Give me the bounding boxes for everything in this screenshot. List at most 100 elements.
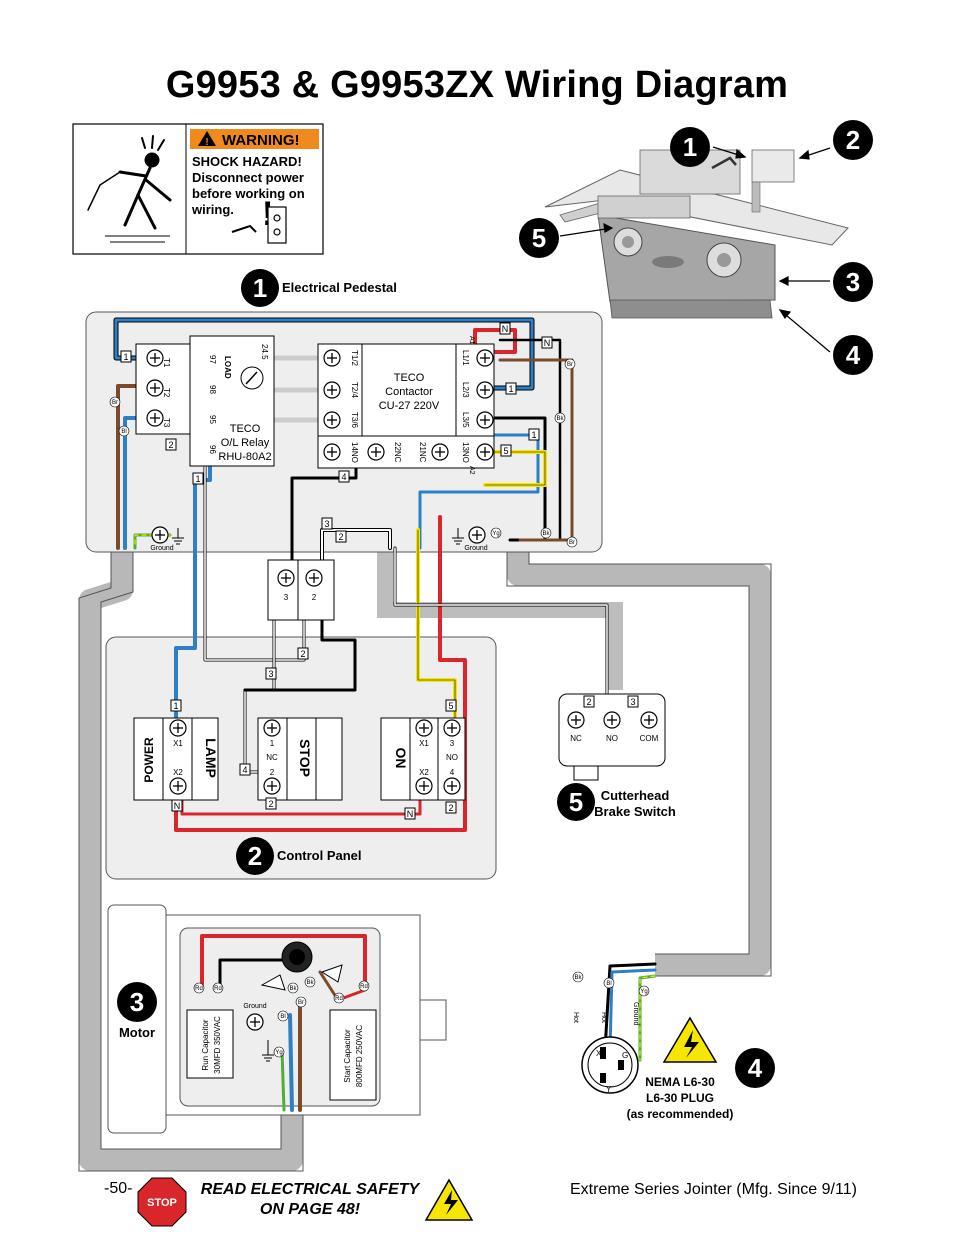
svg-text:T1/2: T1/2 bbox=[350, 350, 359, 367]
svg-text:2: 2 bbox=[586, 697, 591, 707]
svg-text:Rd: Rd bbox=[214, 986, 222, 992]
svg-text:Cutterhead: Cutterhead bbox=[601, 788, 670, 803]
section-electrical-pedestal: 1 Electrical Pedestal bbox=[241, 269, 397, 307]
svg-text:X1: X1 bbox=[419, 739, 429, 748]
svg-text:STOP: STOP bbox=[147, 1197, 177, 1209]
electrical-pedestal-label: Electrical Pedestal bbox=[282, 280, 397, 295]
svg-text:T3: T3 bbox=[162, 418, 171, 428]
svg-text:13NO: 13NO bbox=[461, 442, 470, 463]
svg-text:Ground: Ground bbox=[243, 1003, 266, 1010]
svg-text:N: N bbox=[502, 324, 509, 334]
callout-1-top: 1 bbox=[670, 127, 710, 167]
svg-text:5: 5 bbox=[569, 787, 583, 817]
svg-text:2: 2 bbox=[846, 125, 860, 155]
warning-line4: wiring. bbox=[191, 202, 234, 217]
svg-text:Bk: Bk bbox=[289, 986, 297, 992]
motor-label: Motor bbox=[119, 1025, 155, 1040]
svg-text:NEMA L6-30: NEMA L6-30 bbox=[645, 1075, 715, 1089]
safety-notice: READ ELECTRICAL SAFETY ON PAGE 48! bbox=[200, 1181, 420, 1218]
svg-text:1: 1 bbox=[270, 739, 275, 748]
svg-text:NO: NO bbox=[446, 753, 458, 762]
stop-label: STOP bbox=[297, 739, 313, 777]
electrical-hazard-icon bbox=[424, 1178, 474, 1221]
svg-text:98: 98 bbox=[208, 385, 217, 394]
svg-text:O/L Relay: O/L Relay bbox=[221, 437, 270, 449]
svg-text:3: 3 bbox=[130, 987, 144, 1017]
outlet-icon bbox=[231, 206, 287, 244]
jointer-machine-illustration bbox=[544, 149, 849, 319]
svg-text:1: 1 bbox=[123, 352, 128, 362]
svg-text:T3/6: T3/6 bbox=[350, 412, 359, 429]
svg-text:1: 1 bbox=[195, 474, 200, 484]
callout-2-top: 2 bbox=[833, 120, 873, 160]
section-plug: 4 NEMA L6-30 L6-30 PLUG (as recommended) bbox=[627, 1048, 775, 1121]
svg-text:Bl: Bl bbox=[121, 429, 126, 435]
wire-tags: 1 2 1 4 3 2 2 3 1 4 2 5 2 N N N N 1 1 5 … bbox=[120, 322, 639, 820]
svg-text:L3/5: L3/5 bbox=[461, 412, 470, 428]
wire-nut-icon bbox=[260, 974, 286, 991]
svg-text:Yg: Yg bbox=[492, 531, 499, 537]
svg-text:24.5: 24.5 bbox=[260, 344, 269, 360]
svg-text:97: 97 bbox=[208, 355, 217, 364]
svg-text:Yg: Yg bbox=[640, 989, 647, 995]
svg-text:2: 2 bbox=[300, 649, 305, 659]
svg-text:2: 2 bbox=[168, 440, 173, 450]
stop-switch: 1 NC 2 STOP bbox=[257, 717, 343, 801]
svg-text:2: 2 bbox=[448, 803, 453, 813]
svg-text:4: 4 bbox=[242, 765, 247, 775]
svg-text:G: G bbox=[622, 1051, 628, 1060]
brake-switch: NC NO COM bbox=[558, 693, 666, 781]
svg-text:X2: X2 bbox=[419, 768, 429, 777]
svg-text:2: 2 bbox=[268, 799, 273, 809]
svg-text:Rd: Rd bbox=[360, 984, 368, 990]
svg-text:CU-27 220V: CU-27 220V bbox=[379, 400, 440, 412]
svg-text:(as recommended): (as recommended) bbox=[627, 1107, 734, 1121]
svg-text:Br: Br bbox=[298, 1000, 304, 1006]
svg-text:Ground: Ground bbox=[464, 545, 487, 552]
svg-text:X1: X1 bbox=[173, 739, 183, 748]
svg-text:A2: A2 bbox=[468, 466, 475, 475]
stop-sign-icon: STOP bbox=[137, 1177, 187, 1227]
svg-text:COM: COM bbox=[640, 734, 659, 743]
section-control-panel: 2 Control Panel bbox=[236, 837, 362, 875]
svg-text:96: 96 bbox=[208, 445, 217, 454]
conduits bbox=[79, 548, 771, 1171]
color-code-bubbles: Br Bl Br Bk Yg Bk Br Rd Rd Bk Bk Rd Rd B… bbox=[109, 358, 650, 1058]
callout-4-top: 4 bbox=[833, 335, 873, 375]
svg-text:Start Capacitor: Start Capacitor bbox=[343, 1029, 352, 1083]
svg-text:3: 3 bbox=[450, 739, 455, 748]
svg-text:3: 3 bbox=[284, 593, 289, 602]
svg-text:T1: T1 bbox=[162, 358, 171, 368]
svg-text:21NC: 21NC bbox=[418, 442, 427, 463]
lamp-label: LAMP bbox=[203, 738, 219, 778]
svg-text:T2/4: T2/4 bbox=[350, 382, 359, 399]
svg-text:Y: Y bbox=[606, 1085, 612, 1094]
power-lamp-switch: X1 X2 POWER LAMP bbox=[133, 717, 219, 801]
svg-text:Bl: Bl bbox=[606, 981, 611, 987]
svg-text:2: 2 bbox=[312, 593, 317, 602]
svg-text:4: 4 bbox=[748, 1053, 763, 1083]
svg-text:4: 4 bbox=[846, 340, 861, 370]
svg-text:30MFD 350VAC: 30MFD 350VAC bbox=[213, 1016, 222, 1074]
svg-text:14NO: 14NO bbox=[350, 442, 359, 463]
power-label: POWER bbox=[142, 737, 156, 783]
callout-3-top: 3 bbox=[833, 262, 873, 302]
svg-text:3: 3 bbox=[846, 267, 860, 297]
svg-text:1: 1 bbox=[173, 701, 178, 711]
warning-header: WARNING! bbox=[222, 132, 300, 149]
svg-text:N: N bbox=[407, 809, 414, 819]
svg-text:1: 1 bbox=[531, 430, 536, 440]
svg-text:Yg: Yg bbox=[275, 1050, 282, 1056]
svg-text:1: 1 bbox=[508, 384, 513, 394]
motor-internals: Run Capacitor 30MFD 350VAC Start Capacit… bbox=[186, 941, 377, 1101]
svg-text:Bk: Bk bbox=[306, 980, 314, 986]
svg-text:Ground: Ground bbox=[632, 1002, 639, 1025]
svg-text:NO: NO bbox=[606, 734, 618, 743]
svg-text:N: N bbox=[174, 801, 181, 811]
svg-text:800MFD 250VAC: 800MFD 250VAC bbox=[355, 1025, 364, 1087]
contactor: T1/2 T2/4 T3/6 14NO 22NC 21NC L1/1 L2/3 … bbox=[317, 336, 495, 475]
wire-nut-icon-2 bbox=[320, 964, 343, 983]
svg-text:5: 5 bbox=[532, 223, 546, 253]
svg-text:A1: A1 bbox=[468, 336, 475, 345]
